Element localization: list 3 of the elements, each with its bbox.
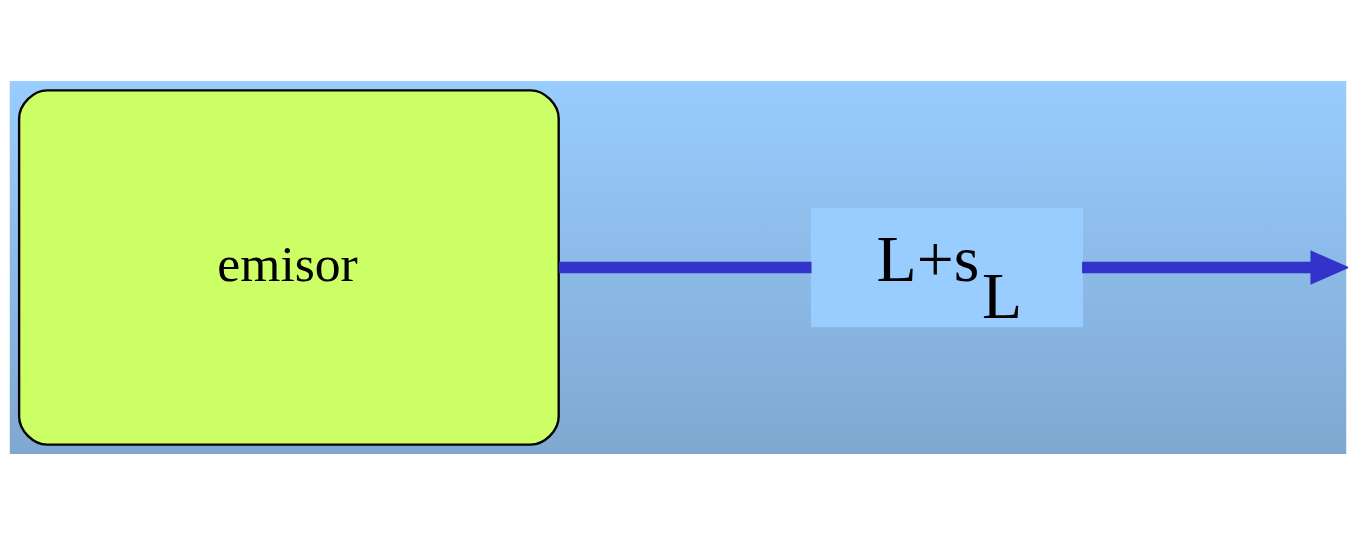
arrow: [1082, 249, 1348, 285]
connector: [558, 261, 812, 273]
node-box: emisor: [17, 88, 560, 446]
